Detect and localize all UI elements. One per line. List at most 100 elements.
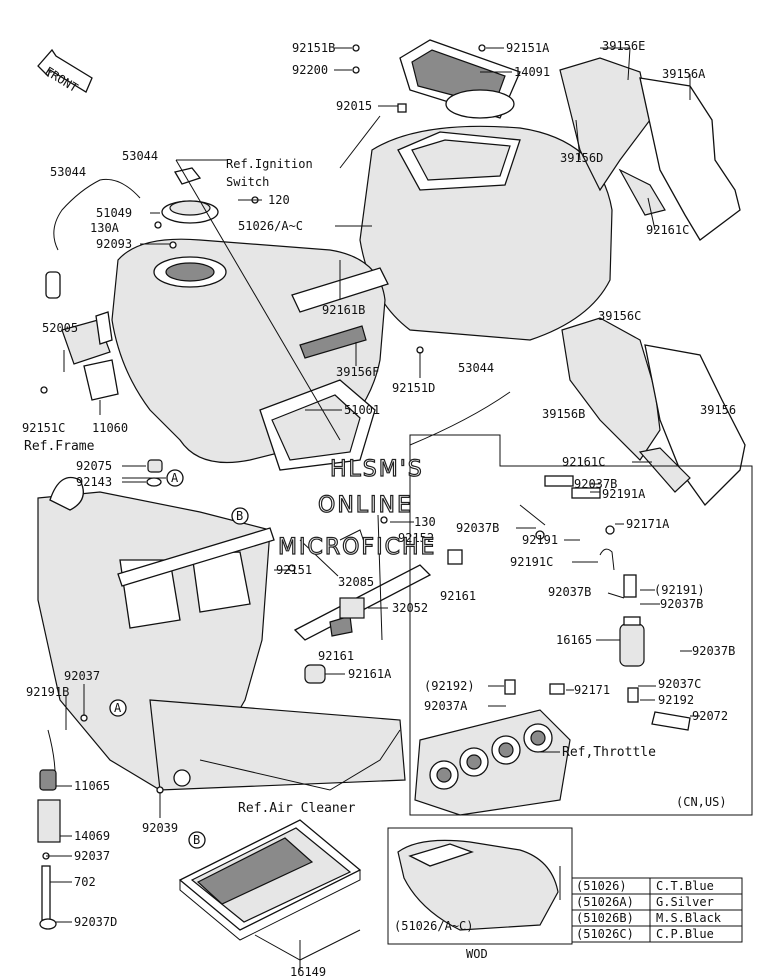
callout-circle-b2 <box>188 831 206 849</box>
label-92191: 92191 <box>522 533 558 547</box>
label-92093: 92093 <box>96 237 132 251</box>
label-52005: 52005 <box>42 321 78 335</box>
color-table-part-1: (51026A) <box>576 895 634 909</box>
label-92037B-e: 92037B <box>692 644 735 658</box>
air-cleaner-part <box>178 819 362 961</box>
label-702: 702 <box>74 875 96 889</box>
rubber-mount-92075 <box>147 459 163 473</box>
callout-letter-a1: A <box>171 471 179 485</box>
label-92072: 92072 <box>692 709 728 723</box>
color-table: (51026) C.T.Blue (51026A) G.Silver (5102… <box>576 879 722 941</box>
part-labels: 92151B 92200 92151A 14091 39156E 39156A … <box>22 39 736 979</box>
label-51001: 51001 <box>344 403 380 417</box>
frame-part <box>37 476 406 791</box>
label-92151A: 92151A <box>506 41 550 55</box>
label-92151B: 92151B <box>292 41 335 55</box>
callout-circle-a2 <box>109 699 127 717</box>
label-92037B-c: 92037B <box>548 585 591 599</box>
color-table-part-2: (51026B) <box>576 911 634 925</box>
label-92151D: 92151D <box>392 381 435 395</box>
label-92191B: 92191B <box>26 685 69 699</box>
watermark: HLSM'S ONLINE MICROFICHE <box>277 456 435 560</box>
tank-cover-part <box>359 39 613 341</box>
label-53044-c: 53044 <box>458 361 494 375</box>
hose-702 <box>41 865 51 921</box>
label-ignition-switch: Switch <box>226 175 269 189</box>
leader-lines <box>46 47 700 970</box>
label-16149: 16149 <box>290 965 326 979</box>
label-92161C-mid: 92161C <box>562 455 605 469</box>
label-92143: 92143 <box>76 475 112 489</box>
label-cn-us: (CN,US) <box>676 795 727 809</box>
label-92161B: 92161B <box>322 303 365 317</box>
throttle-body-part <box>414 709 571 816</box>
fuel-cap-part <box>161 167 219 224</box>
label-53044-a: 53044 <box>50 165 86 179</box>
label-92015: 92015 <box>336 99 372 113</box>
color-table-part-0: (51026) <box>576 879 627 893</box>
label-92161-a: 92161 <box>440 589 476 603</box>
callout-circle-a1 <box>166 469 184 487</box>
label-11065: 11065 <box>74 779 110 793</box>
side-cover-lower <box>561 317 746 507</box>
label-16165: 16165 <box>556 633 592 647</box>
callout-letter-b2: B <box>193 833 200 847</box>
label-ref-throttle: Ref,Throttle <box>562 745 656 760</box>
label-92152: 92152 <box>398 531 434 545</box>
label-92151: 92151 <box>276 563 312 577</box>
label-92161A: 92161A <box>348 667 392 681</box>
label-92171: 92171 <box>574 683 610 697</box>
bracket-14069 <box>37 799 61 843</box>
watermark-line-2: ONLINE <box>318 493 413 518</box>
label-ref-air-cleaner: Ref.Air Cleaner <box>238 801 356 816</box>
evap-system-part <box>409 434 753 816</box>
label-92037C: 92037C <box>658 677 701 691</box>
label-92075: 92075 <box>76 459 112 473</box>
label-92161C-top: 92161C <box>646 223 689 237</box>
label-92171A: 92171A <box>626 517 670 531</box>
label-92191-paren: (92191) <box>654 583 705 597</box>
color-table-color-0: C.T.Blue <box>656 879 714 893</box>
label-14069: 14069 <box>74 829 110 843</box>
label-51026AC: 51026/A~C <box>238 219 303 233</box>
label-11060: 11060 <box>92 421 128 435</box>
label-130: 130 <box>414 515 436 529</box>
valve-11065 <box>39 769 57 791</box>
label-ref-ignition: Ref.Ignition <box>226 157 313 171</box>
label-53044-b: 53044 <box>122 149 158 163</box>
label-39156A: 39156A <box>662 67 706 81</box>
label-92192: 92192 <box>658 693 694 707</box>
inset-cover-part <box>397 839 559 931</box>
callout-letter-b1: B <box>236 509 243 523</box>
label-wod: WOD <box>466 947 488 961</box>
color-table-color-3: C.P.Blue <box>656 927 714 941</box>
label-39156F: 39156F <box>336 365 379 379</box>
label-39156E: 39156E <box>602 39 645 53</box>
label-39156C: 39156C <box>598 309 641 323</box>
label-92039: 92039 <box>142 821 178 835</box>
label-92200: 92200 <box>292 63 328 77</box>
label-92037D: 92037D <box>74 915 117 929</box>
label-92192-paren: (92192) <box>424 679 475 693</box>
label-92037B-a: 92037B <box>574 477 617 491</box>
label-130A: 130A <box>90 221 120 235</box>
label-92037B-b: 92037B <box>456 521 499 535</box>
label-14091: 14091 <box>514 65 550 79</box>
label-92037A: 92037A <box>424 699 468 713</box>
label-92151C: 92151C <box>22 421 65 435</box>
fuel-tank-part <box>111 238 389 471</box>
label-32085: 32085 <box>338 575 374 589</box>
color-table-part-3: (51026C) <box>576 927 634 941</box>
label-120: 120 <box>268 193 290 207</box>
label-51026AC-inset: (51026/A~C) <box>394 919 473 933</box>
label-51049: 51049 <box>96 206 132 220</box>
label-92037: 92037 <box>64 669 100 683</box>
label-39156B: 39156B <box>542 407 585 421</box>
fuel-pump-part <box>45 271 119 401</box>
side-cover-upper <box>559 57 741 241</box>
label-39156: 39156 <box>700 403 736 417</box>
damper-92161A <box>304 664 326 684</box>
color-table-color-1: G.Silver <box>656 895 714 909</box>
